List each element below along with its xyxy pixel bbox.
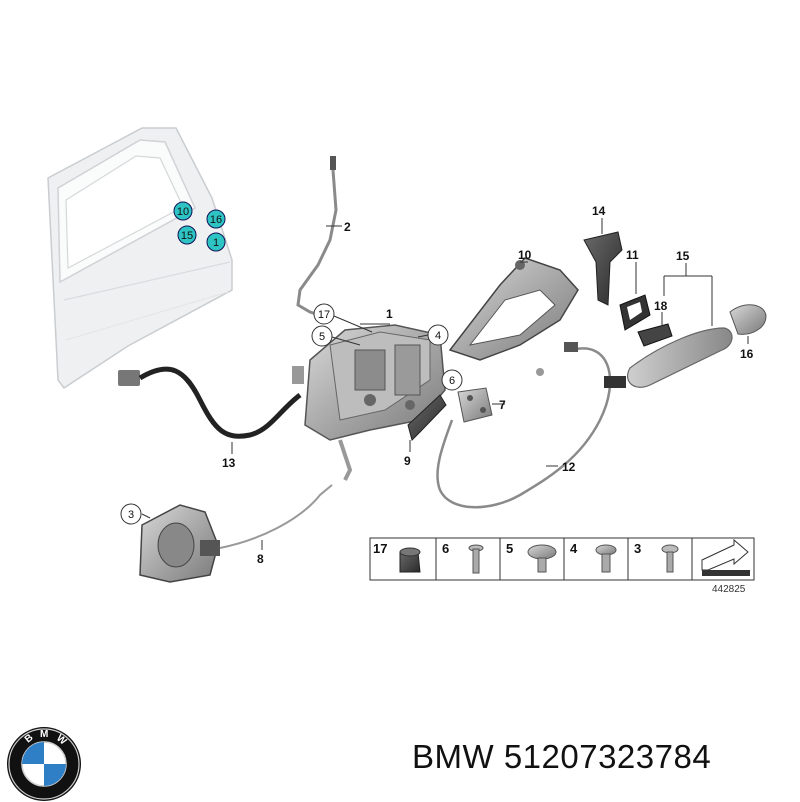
fastener-legend: 17 6 5 4 3 — [369, 537, 755, 581]
reference-number: 442825 — [712, 584, 746, 595]
callout-4-circled: 4 — [417, 324, 449, 346]
callout-3-circled: 3 — [120, 503, 151, 525]
part-15-outer-handle — [604, 327, 733, 388]
svg-text:3: 3 — [128, 509, 134, 521]
callout-10: 10 — [518, 248, 532, 262]
part-10-handle-carrier — [448, 257, 579, 361]
callout-7: 7 — [499, 398, 506, 412]
callout-17-circled: 17 — [313, 303, 373, 333]
callout-1: 1 — [386, 307, 393, 321]
callout-12: 12 — [562, 460, 576, 474]
part-16-handle-cap — [729, 304, 767, 335]
part-7-striker — [457, 387, 493, 423]
legend-label-5: 5 — [506, 541, 513, 556]
door-marker-16: 16 — [206, 209, 226, 229]
part-12-cable — [436, 342, 612, 509]
svg-text:M: M — [40, 729, 48, 740]
callout-5-circled: 5 — [311, 325, 361, 347]
part-14-seal — [583, 231, 623, 306]
part-2-rod — [296, 156, 338, 320]
bmw-logo: B M W — [7, 727, 81, 801]
part-1-door-lock — [304, 324, 446, 481]
part-9-bracket — [407, 394, 447, 441]
svg-text:10: 10 — [177, 206, 189, 218]
rear-door — [47, 127, 233, 390]
part-18-gasket — [637, 323, 673, 347]
svg-text:16: 16 — [210, 214, 222, 226]
callout-11: 11 — [626, 248, 639, 262]
callout-9: 9 — [404, 454, 411, 468]
part-13-cable — [118, 366, 304, 439]
legend-label-4: 4 — [570, 541, 578, 556]
door-marker-10: 10 — [173, 201, 193, 221]
part-number-caption: BMW 51207323784 — [412, 738, 712, 775]
part-8-rod — [219, 484, 333, 549]
callout-6-circled: 6 — [441, 369, 463, 391]
svg-text:4: 4 — [435, 330, 441, 342]
svg-text:5: 5 — [319, 331, 325, 343]
legend-label-3: 3 — [634, 541, 641, 556]
callout-14: 14 — [592, 204, 606, 218]
callout-16: 16 — [740, 347, 754, 361]
legend-label-17: 17 — [373, 541, 387, 556]
callout-15: 15 — [676, 249, 690, 263]
svg-text:6: 6 — [449, 375, 455, 387]
door-marker-1: 1 — [206, 232, 226, 252]
direction-arrow-icon — [701, 538, 750, 576]
callout-8: 8 — [257, 552, 264, 566]
callout-2: 2 — [344, 220, 351, 234]
callout-18: 18 — [654, 299, 668, 313]
svg-text:17: 17 — [318, 309, 330, 321]
legend-label-6: 6 — [442, 541, 449, 556]
part-11-gasket — [619, 294, 651, 331]
svg-text:15: 15 — [181, 230, 193, 242]
door-marker-15: 15 — [177, 225, 197, 245]
svg-text:1: 1 — [213, 237, 219, 249]
callout-13: 13 — [222, 456, 236, 470]
part-3-actuator — [139, 504, 220, 583]
